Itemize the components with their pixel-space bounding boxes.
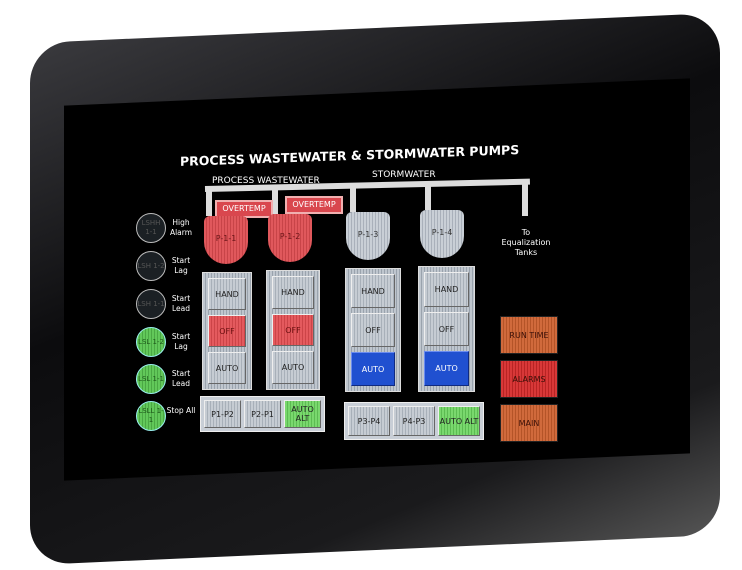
alternation-group-p1-p2: P1-P2 P2-P1 AUTO ALT	[200, 396, 325, 432]
hand-button[interactable]: HAND	[424, 272, 469, 307]
dest-line: Equalization	[501, 238, 551, 247]
overtemp-alarm-p2: OVERTEMP	[285, 196, 343, 214]
off-button[interactable]: OFF	[351, 313, 395, 347]
pump-p1-2[interactable]: P-1-2	[268, 214, 312, 262]
indicator-label: Stop All	[166, 406, 196, 415]
auto-alt-button[interactable]: AUTO ALT	[284, 400, 321, 428]
pump-p1-3[interactable]: P-1-3	[346, 212, 390, 260]
hand-button[interactable]: HAND	[272, 276, 314, 309]
auto-button[interactable]: AUTO	[272, 351, 314, 385]
dest-line: Tanks	[514, 248, 538, 257]
hoa-panel-p2: HAND OFF AUTO	[266, 270, 320, 390]
auto-button[interactable]: AUTO	[208, 352, 246, 384]
off-button[interactable]: OFF	[272, 313, 314, 347]
auto-button[interactable]: AUTO	[351, 352, 395, 386]
destination-label: To Equalization Tanks	[496, 228, 556, 258]
pump-p1-1[interactable]: P-1-1	[204, 216, 248, 264]
auto-button[interactable]: AUTO	[424, 351, 469, 387]
hoa-panel-p1: HAND OFF AUTO	[202, 272, 252, 390]
off-button[interactable]: OFF	[208, 315, 246, 347]
alarms-button[interactable]: ALARMS	[500, 360, 558, 398]
indicator-label: Start Lead	[171, 294, 191, 313]
indicator-label: Start Lag	[171, 256, 191, 275]
indicator-label: Start Lead	[171, 369, 191, 388]
indicator-lshh-1-1: LSHH 1-1	[136, 213, 166, 243]
p3-p4-button[interactable]: P3-P4	[348, 406, 390, 436]
auto-alt-button[interactable]: AUTO ALT	[438, 406, 480, 436]
p1-p2-button[interactable]: P1-P2	[204, 400, 241, 428]
indicator-lsl-1-1: LSL 1-1	[136, 364, 166, 394]
indicator-label: Start Lag	[171, 332, 191, 351]
main-button[interactable]: MAIN	[500, 404, 558, 442]
indicator-lsh-1-2: LSH 1-2	[136, 251, 166, 281]
section-storm: STORMWATER	[372, 170, 436, 180]
indicator-lsll-1-1: LSLL 1-1	[136, 401, 166, 431]
hoa-panel-p4: HAND OFF AUTO	[418, 266, 475, 392]
p2-p1-button[interactable]: P2-P1	[244, 400, 281, 428]
indicator-label: High Alarm	[169, 218, 193, 237]
section-process: PROCESS WASTEWATER	[212, 176, 320, 186]
hoa-panel-p3: HAND OFF AUTO	[345, 268, 401, 392]
indicator-lsl-1-2: LSL 1-2	[136, 327, 166, 357]
dest-line: To	[521, 228, 531, 237]
alternation-group-p3-p4: P3-P4 P4-P3 AUTO ALT	[344, 402, 484, 440]
hand-button[interactable]: HAND	[351, 274, 395, 308]
run-time-button[interactable]: RUN TIME	[500, 316, 558, 354]
off-button[interactable]: OFF	[424, 311, 469, 347]
indicator-lsh-1-1: LSH 1-1	[136, 289, 166, 319]
p4-p3-button[interactable]: P4-P3	[393, 406, 435, 436]
hand-button[interactable]: HAND	[208, 278, 246, 310]
pump-p1-4[interactable]: P-1-4	[420, 210, 464, 258]
